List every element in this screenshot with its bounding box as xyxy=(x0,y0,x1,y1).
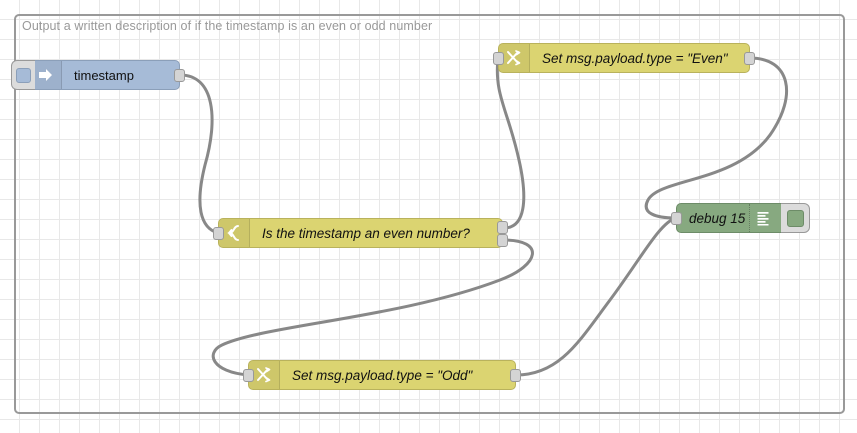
node-inject-timestamp[interactable]: timestamp xyxy=(11,60,185,90)
node-label-switch: Is the timestamp an even number? xyxy=(262,225,470,241)
inject-arrow-icon xyxy=(31,61,62,89)
port-in-switch-0[interactable] xyxy=(213,227,224,240)
port-out-change-odd-0[interactable] xyxy=(510,369,521,382)
port-out-switch-1[interactable] xyxy=(497,234,508,247)
port-in-debug-0[interactable] xyxy=(671,212,682,225)
change-icon xyxy=(499,44,530,72)
node-label-change-even: Set msg.payload.type = "Even" xyxy=(542,50,728,66)
wire-inject-to-switch xyxy=(178,73,220,235)
node-change-even[interactable]: Set msg.payload.type = "Even" xyxy=(493,43,755,73)
debug-lines-icon xyxy=(749,204,776,232)
node-change-odd[interactable]: Set msg.payload.type = "Odd" xyxy=(243,360,521,390)
port-out-inject-0[interactable] xyxy=(174,69,185,82)
inject-button-icon xyxy=(16,67,31,83)
wire-switch-to-even xyxy=(495,56,526,230)
debug-enable-toggle[interactable] xyxy=(781,203,810,233)
switch-icon xyxy=(219,219,250,247)
port-out-change-even-0[interactable] xyxy=(744,52,755,65)
port-out-switch-0[interactable] xyxy=(497,221,508,234)
node-label-inject: timestamp xyxy=(74,67,134,83)
wire-odd-to-debug xyxy=(514,216,678,377)
change-icon xyxy=(249,361,280,389)
inject-trigger-button[interactable] xyxy=(11,60,35,90)
node-label-debug: debug 15 xyxy=(689,210,746,226)
port-in-change-odd-0[interactable] xyxy=(243,369,254,382)
node-debug-15[interactable]: debug 15 xyxy=(671,203,810,233)
wire-even-to-debug xyxy=(644,56,789,220)
wire-switch-to-odd xyxy=(211,238,534,377)
node-switch-even[interactable]: Is the timestamp an even number? xyxy=(213,218,508,248)
debug-toggle-icon xyxy=(786,209,804,227)
flow-group-title: Output a written description of if the t… xyxy=(22,19,433,33)
port-in-change-even-0[interactable] xyxy=(493,52,504,65)
node-label-change-odd: Set msg.payload.type = "Odd" xyxy=(292,367,473,383)
